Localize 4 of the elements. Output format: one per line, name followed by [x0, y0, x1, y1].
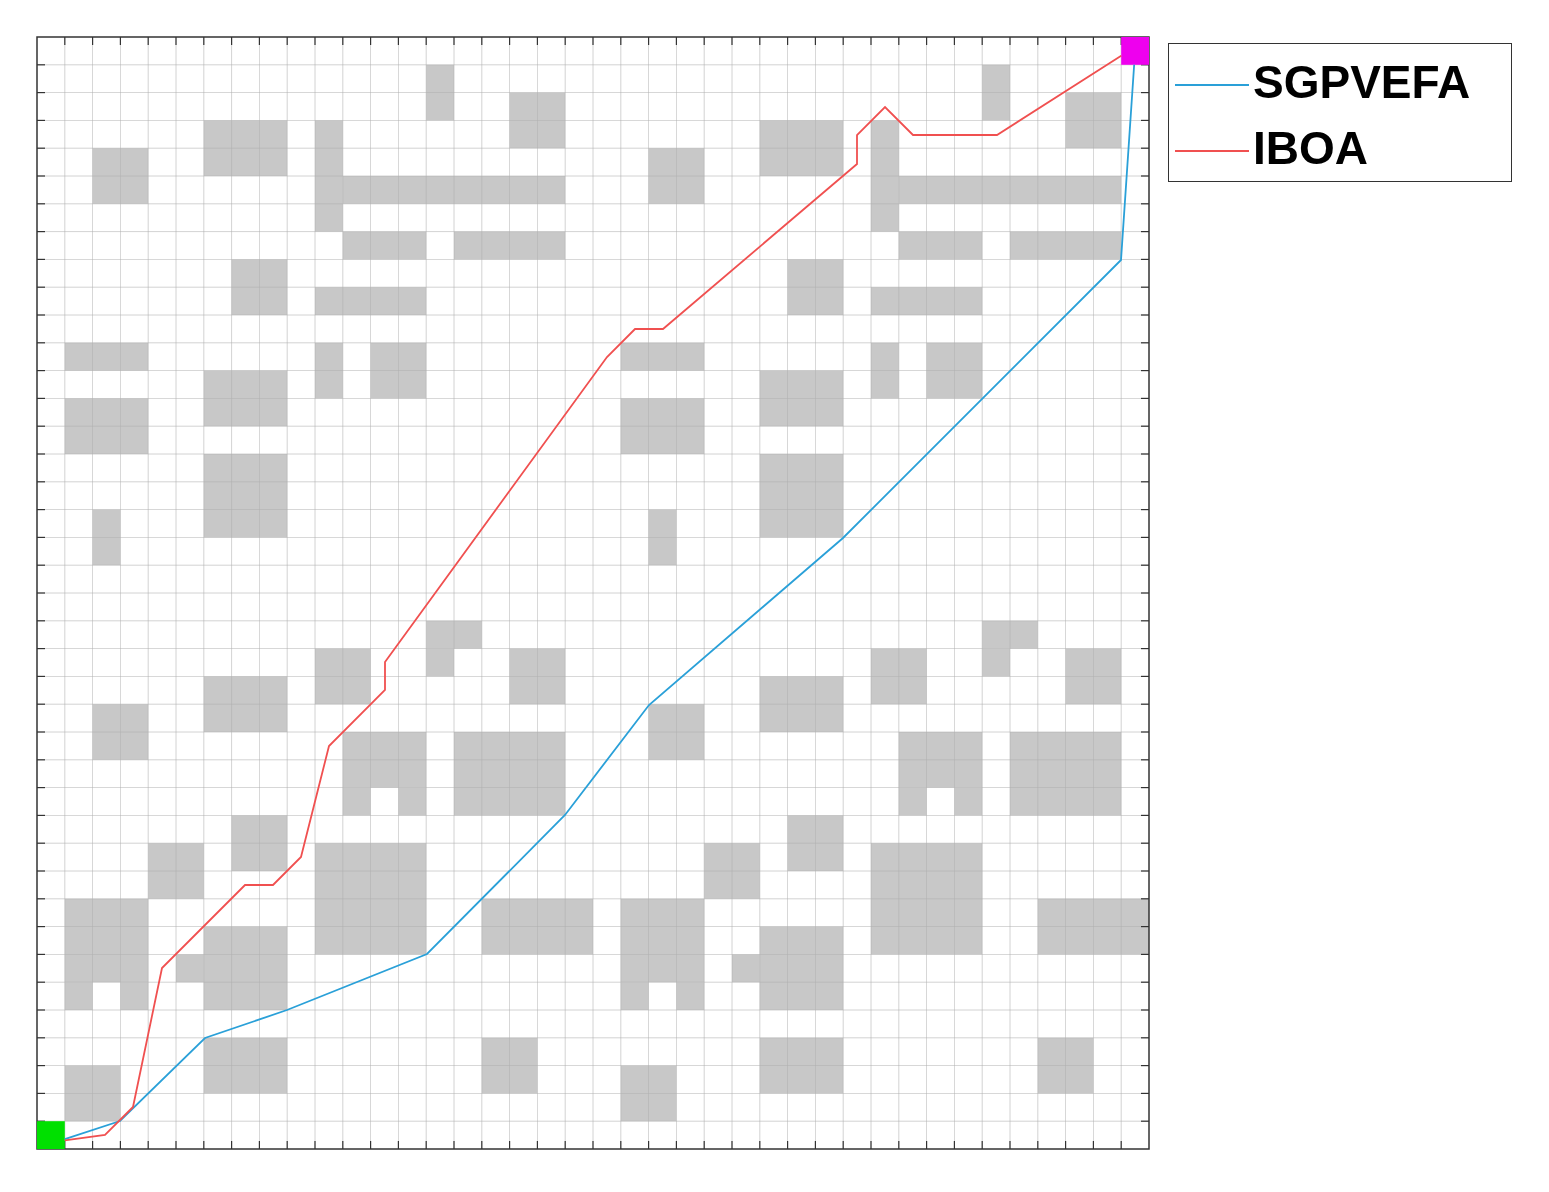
goal-marker [1121, 37, 1149, 65]
legend-label: SGPVEFA [1253, 56, 1471, 108]
start-marker [37, 1121, 65, 1149]
legend-label: IBOA [1253, 122, 1368, 174]
